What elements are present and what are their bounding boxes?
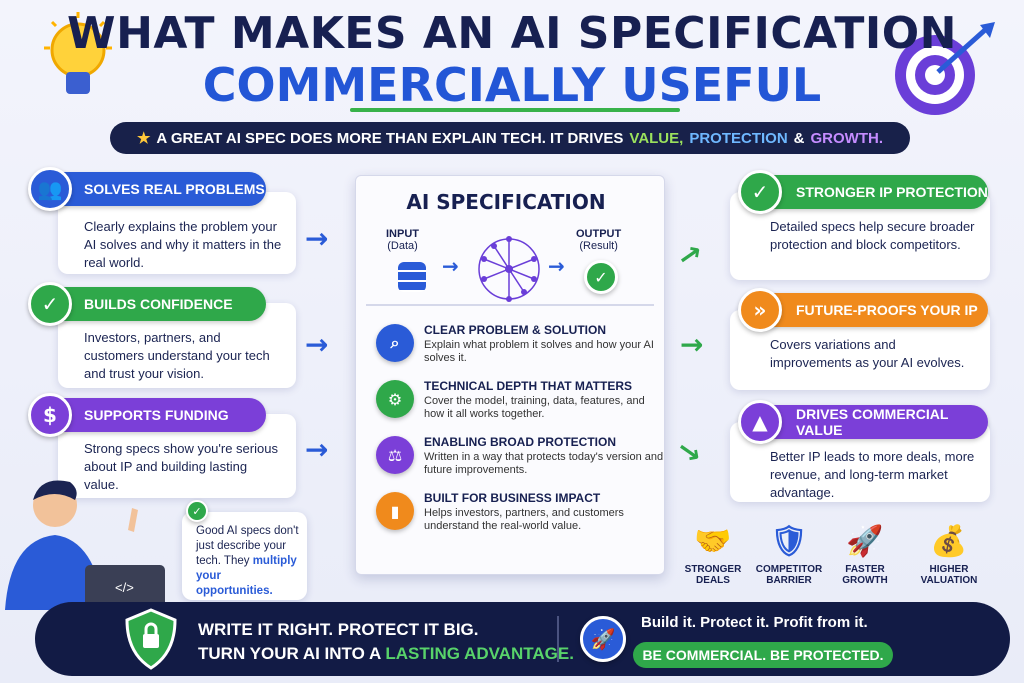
- bottom-line-2-text: TURN YOUR AI INTO A: [198, 644, 381, 663]
- bottom-banner: WRITE IT RIGHT. PROTECT IT BIG. TURN YOU…: [35, 602, 1010, 676]
- card-text: Investors, partners, and customers under…: [84, 330, 270, 381]
- star-icon: ★: [137, 129, 150, 147]
- card-title: SUPPORTS FUNDING: [84, 407, 229, 423]
- gears-icon: ⚙: [376, 380, 414, 418]
- growth-chart-icon: ▲: [738, 400, 782, 444]
- arrow-right-icon: →: [442, 254, 459, 278]
- benefit-label: COMPETITOR BARRIER: [756, 564, 822, 586]
- input-sub: (Data): [387, 240, 418, 252]
- scales-icon: ⚖: [376, 436, 414, 474]
- benefit-higher-valuation: 💰HIGHER VALUATION: [914, 520, 984, 586]
- bottom-tagline: Build it. Protect it. Profit from it.: [641, 614, 868, 631]
- arrow-down-right-icon: →: [671, 431, 709, 471]
- benefit-label: HIGHER VALUATION: [921, 564, 978, 586]
- neural-network-icon: [474, 234, 544, 309]
- lock-shield-icon: [123, 608, 179, 675]
- arrow-right-icon: →: [548, 254, 565, 278]
- lock-shield-icon: 🛡: [754, 520, 824, 564]
- shield-check-icon: ✓: [738, 170, 782, 214]
- spec-item-text: Written in a way that protects today's v…: [424, 451, 663, 476]
- arrow-right-icon: →: [305, 222, 328, 255]
- magnifier-icon: ⌕: [376, 324, 414, 362]
- benefit-label: STRONGER DEALS: [685, 564, 742, 586]
- card-text: Better IP leads to more deals, more reve…: [770, 449, 974, 500]
- input-label-group: INPUT(Data): [386, 228, 419, 252]
- title-line-2: COMMERCIALLY USEFUL: [0, 58, 1024, 112]
- spec-title: AI SPECIFICATION: [356, 190, 656, 214]
- title-line-1: WHAT MAKES AN AI SPECIFICATION: [0, 8, 1024, 59]
- spec-item: BUILT FOR BUSINESS IMPACT Helps investors…: [424, 492, 664, 533]
- shield-check-icon: ✓: [28, 282, 72, 326]
- spec-item-title: BUILT FOR BUSINESS IMPACT: [424, 492, 664, 505]
- money-bag-icon: 💰: [914, 520, 984, 564]
- arrow-right-icon: →: [680, 328, 703, 361]
- card-title: FUTURE-PROOFS YOUR IP: [796, 302, 978, 318]
- output-label: OUTPUT: [576, 228, 621, 240]
- input-label: INPUT: [386, 228, 419, 240]
- bottom-line-2-highlight: LASTING ADVANTAGE.: [385, 644, 574, 663]
- card-title: SOLVES REAL PROBLEMS: [84, 181, 265, 197]
- check-circle-icon: ✓: [186, 500, 208, 522]
- spec-item-title: CLEAR PROBLEM & SOLUTION: [424, 324, 664, 337]
- ai-specification-document: AI SPECIFICATION INPUT(Data) → → OUTPUT(…: [355, 175, 665, 575]
- spec-item-title: ENABLING BROAD PROTECTION: [424, 436, 664, 449]
- bar-chart-icon: ▮: [376, 492, 414, 530]
- person-with-laptop-illustration: </>: [0, 470, 180, 610]
- bottom-badge: BE COMMERCIAL. BE PROTECTED.: [633, 642, 893, 668]
- arrow-right-icon: →: [305, 328, 328, 361]
- subtitle-protection: PROTECTION: [689, 130, 787, 147]
- rocket-icon: 🚀: [830, 520, 900, 564]
- users-icon: 👥: [28, 167, 72, 211]
- fast-forward-icon: »: [738, 288, 782, 332]
- subtitle-text: A GREAT AI SPEC DOES MORE THAN EXPLAIN T…: [156, 130, 623, 147]
- card-text: Clearly explains the problem your AI sol…: [84, 219, 281, 270]
- card-title: BUILDS CONFIDENCE: [84, 296, 233, 312]
- spec-item: TECHNICAL DEPTH THAT MATTERS Cover the mo…: [424, 380, 664, 421]
- output-label-group: OUTPUT(Result): [576, 228, 621, 252]
- spec-item: ENABLING BROAD PROTECTION Written in a wa…: [424, 436, 664, 477]
- rocket-icon: 🚀: [580, 616, 626, 662]
- subtitle-value: VALUE,: [629, 130, 683, 147]
- title-underline: [350, 108, 680, 112]
- spec-item: CLEAR PROBLEM & SOLUTION Explain what pro…: [424, 324, 664, 365]
- card-text: Covers variations and improvements as yo…: [770, 337, 964, 370]
- arrow-right-icon: →: [305, 433, 328, 466]
- bottom-line-1: WRITE IT RIGHT. PROTECT IT BIG.: [198, 620, 479, 640]
- benefit-competitor-barrier: 🛡COMPETITOR BARRIER: [754, 520, 824, 586]
- spec-item-text: Helps investors, partners, and customers…: [424, 507, 624, 532]
- spec-item-text: Cover the model, training, data, feature…: [424, 395, 645, 420]
- database-icon: [398, 262, 426, 292]
- card-title: DRIVES COMMERCIAL VALUE: [796, 406, 988, 438]
- arrow-up-right-icon: →: [671, 234, 709, 274]
- divider: [557, 616, 559, 662]
- dollar-icon: $: [28, 393, 72, 437]
- benefit-label: FASTER GROWTH: [842, 564, 888, 586]
- card-title: STRONGER IP PROTECTION: [796, 184, 988, 200]
- benefit-faster-growth: 🚀FASTER GROWTH: [830, 520, 900, 586]
- subtitle-growth: GROWTH.: [811, 130, 884, 147]
- divider: [366, 304, 654, 306]
- card-text: Detailed specs help secure broader prote…: [770, 219, 975, 252]
- spec-item-text: Explain what problem it solves and how y…: [424, 339, 654, 364]
- code-icon: </>: [115, 580, 134, 595]
- speech-bubble: Good AI specs don't just describe your t…: [182, 512, 307, 600]
- handshake-icon: 🤝: [678, 520, 748, 564]
- benefit-stronger-deals: 🤝STRONGER DEALS: [678, 520, 748, 586]
- output-sub: (Result): [579, 240, 618, 252]
- spec-item-title: TECHNICAL DEPTH THAT MATTERS: [424, 380, 664, 393]
- subtitle-amp: &: [794, 130, 805, 147]
- bottom-line-2: TURN YOUR AI INTO A LASTING ADVANTAGE.: [198, 644, 574, 664]
- check-circle-icon: ✓: [584, 260, 618, 294]
- subtitle-banner: ★ A GREAT AI SPEC DOES MORE THAN EXPLAIN…: [110, 122, 910, 154]
